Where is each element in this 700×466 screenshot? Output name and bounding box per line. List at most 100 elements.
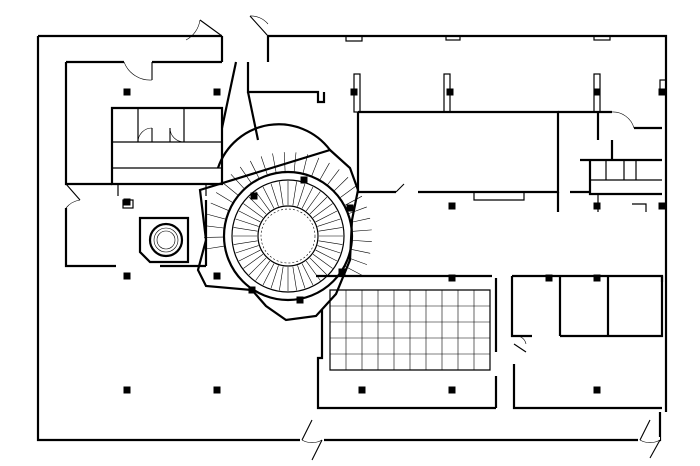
ramp-line bbox=[283, 152, 286, 172]
entrance-south-left bbox=[300, 419, 324, 461]
ramp-line bbox=[319, 162, 330, 180]
floor-tile-grid bbox=[330, 290, 490, 370]
stair-tread bbox=[315, 210, 338, 223]
column bbox=[448, 386, 456, 394]
ramp-line bbox=[348, 206, 367, 214]
stair-tread bbox=[238, 249, 261, 262]
ramp-line bbox=[349, 257, 368, 265]
column bbox=[446, 88, 454, 96]
stair-tread bbox=[292, 181, 297, 206]
ramp-line bbox=[222, 182, 238, 196]
entrance-corridor bbox=[220, 61, 326, 141]
ramp-line bbox=[327, 169, 340, 185]
column bbox=[350, 88, 358, 96]
ramp-line bbox=[239, 166, 252, 183]
stair-tread bbox=[297, 265, 306, 289]
stair-tread bbox=[312, 203, 333, 219]
column bbox=[593, 386, 601, 394]
column bbox=[448, 274, 456, 282]
stair-tread bbox=[238, 210, 261, 223]
stair-tread bbox=[262, 186, 275, 209]
south-east-offices bbox=[494, 274, 664, 410]
ramp-line bbox=[272, 153, 277, 173]
ramp-line bbox=[302, 154, 308, 173]
stair-tread bbox=[262, 263, 275, 286]
ramp-line bbox=[340, 186, 356, 198]
east-rooms bbox=[556, 110, 662, 212]
column bbox=[213, 272, 221, 280]
ramp-line bbox=[352, 229, 372, 232]
north-hall bbox=[356, 110, 560, 201]
ramp-line bbox=[210, 202, 229, 211]
ramp-line bbox=[345, 266, 363, 276]
ramp-line bbox=[260, 156, 268, 175]
column bbox=[593, 202, 601, 210]
ramp-line bbox=[204, 225, 224, 229]
column bbox=[593, 88, 601, 96]
ramp-line bbox=[230, 174, 245, 189]
stair-tread bbox=[318, 240, 343, 245]
column bbox=[658, 88, 666, 96]
entrance-south-right bbox=[638, 419, 661, 459]
stair-tread bbox=[235, 245, 259, 254]
ramp-line bbox=[345, 195, 363, 206]
stair-tread bbox=[309, 257, 328, 276]
stair-tread bbox=[305, 191, 321, 212]
column bbox=[123, 272, 131, 280]
ramp-line bbox=[204, 245, 224, 250]
column bbox=[213, 386, 221, 394]
stair-tread bbox=[317, 245, 341, 254]
column bbox=[250, 192, 258, 200]
stair-tread bbox=[243, 203, 264, 219]
stair-tread bbox=[248, 196, 267, 215]
ramp-line bbox=[351, 217, 371, 223]
spiral-stair bbox=[233, 181, 343, 291]
ramp-line bbox=[206, 213, 226, 220]
column bbox=[448, 202, 456, 210]
ramp-line bbox=[311, 157, 320, 176]
stair-tread bbox=[255, 260, 271, 281]
stair-tread bbox=[309, 196, 328, 215]
column bbox=[248, 286, 256, 294]
stair-tread bbox=[255, 191, 271, 212]
ramp-line bbox=[352, 240, 372, 242]
column bbox=[593, 274, 601, 282]
stair-tread bbox=[297, 183, 306, 207]
ramp-line bbox=[250, 160, 260, 179]
stair-tread bbox=[317, 218, 341, 227]
stair-tread bbox=[235, 218, 259, 227]
stair-tread bbox=[233, 240, 258, 245]
ramp-line bbox=[351, 249, 371, 254]
west-office-rooms bbox=[64, 60, 224, 268]
stair-tread bbox=[301, 263, 314, 286]
ramp-line bbox=[215, 192, 233, 203]
stair-tread bbox=[292, 266, 297, 291]
stair-tread bbox=[233, 227, 258, 232]
stair-tread bbox=[270, 265, 279, 289]
stair-tread bbox=[301, 186, 314, 209]
tiled-hall bbox=[316, 274, 496, 410]
stair-tread bbox=[312, 253, 333, 269]
ramp-line bbox=[334, 177, 349, 191]
column bbox=[300, 176, 308, 184]
column bbox=[213, 88, 221, 96]
stair-tread bbox=[243, 253, 264, 269]
circular-lift bbox=[138, 216, 190, 264]
column bbox=[123, 386, 131, 394]
ramp-line bbox=[293, 152, 297, 172]
stair-tread bbox=[315, 249, 338, 262]
stair-tread bbox=[270, 183, 279, 207]
column bbox=[123, 198, 131, 206]
column bbox=[346, 204, 354, 212]
stair-tread bbox=[305, 260, 321, 281]
column bbox=[123, 88, 131, 96]
stair-tread bbox=[248, 257, 267, 276]
central-rotunda bbox=[196, 123, 360, 322]
outer-ramp bbox=[204, 152, 372, 276]
stair-tread bbox=[318, 227, 343, 232]
column bbox=[338, 268, 346, 276]
stair-tread bbox=[279, 181, 284, 206]
structural-columns bbox=[123, 88, 666, 394]
north-piers bbox=[353, 73, 667, 113]
